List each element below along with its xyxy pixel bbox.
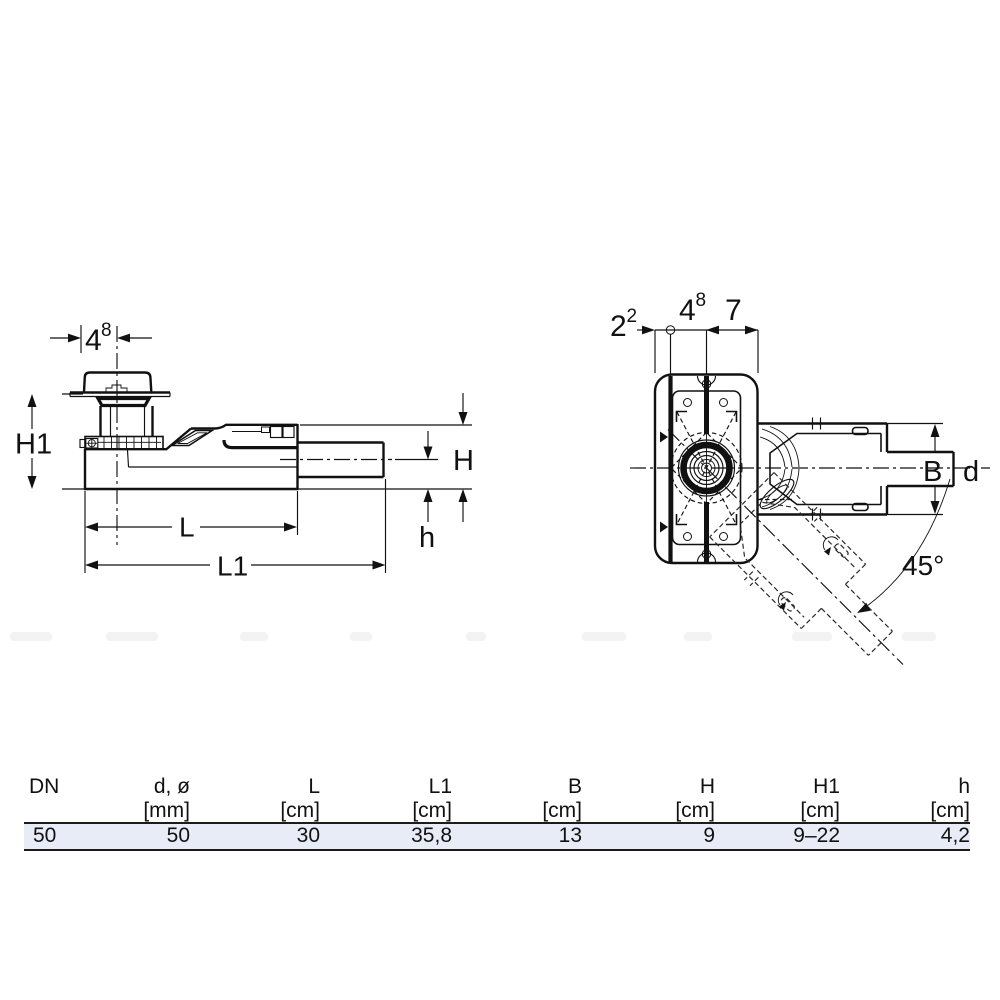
value-h1: 9–22 (793, 824, 840, 847)
left-view: 48 (15, 320, 474, 582)
right-dim-row: 22 48 7 (610, 290, 759, 375)
col-header-l1: L1[cm] (412, 775, 452, 822)
col-header-h-upper: H[cm] (675, 775, 715, 822)
value-d: 50 (166, 824, 190, 847)
right-dim-d: d (963, 456, 979, 488)
left-dim-h1: H1 (15, 393, 85, 490)
right-dim-45: 45° (857, 478, 951, 613)
left-dim-h-upper: H (300, 393, 474, 522)
value-l1: 35,8 (411, 824, 452, 847)
value-h-upper: 9 (703, 824, 715, 847)
right-view: 22 48 7 (610, 290, 990, 665)
value-l: 30 (296, 824, 320, 847)
right-dim-b: B (887, 422, 943, 516)
left-dim-h-lower-label: h (419, 522, 435, 554)
left-dim-48-label: 48 (85, 320, 112, 357)
right-outlet (757, 417, 955, 521)
value-h-lower: 4,2 (940, 824, 970, 847)
left-dim-h-label: H (453, 445, 474, 477)
left-dim-l1-label: L1 (217, 551, 248, 582)
left-dim-l: L (84, 491, 299, 573)
left-dim-l1: L1 (85, 479, 387, 582)
left-outlet-pipe (298, 441, 385, 479)
col-header-d: d, ø[mm] (143, 775, 190, 822)
dimension-table-row: 50 50 30 35,8 13 9 9–22 4,2 (24, 822, 970, 851)
left-dim-h1-label: H1 (15, 429, 52, 461)
col-header-h1: H1[cm] (800, 775, 840, 822)
right-dim-48-label: 48 (679, 290, 706, 327)
right-dim-22-label: 22 (610, 306, 637, 343)
right-rotation-marks (667, 429, 904, 665)
right-outlet-rotated (709, 472, 893, 656)
right-dim-45-label: 45° (902, 550, 944, 581)
left-drain-trap (69, 371, 171, 450)
col-header-dn: DN (29, 775, 60, 798)
left-body (83, 423, 299, 491)
dimension-table-header: DN d, ø[mm] L[cm] L1[cm] B[cm] H[cm] H1[… (24, 771, 970, 822)
value-dn: 50 (33, 824, 57, 847)
left-centerlines (116, 326, 392, 545)
dimension-table: DN d, ø[mm] L[cm] L1[cm] B[cm] H[cm] H1[… (24, 771, 970, 851)
col-header-l: L[cm] (280, 775, 320, 822)
right-dim-b-label: B (923, 456, 942, 488)
right-dim-7-label: 7 (725, 294, 742, 327)
col-header-h-lower: h[cm] (930, 775, 970, 822)
left-dim-l-label: L (179, 512, 195, 543)
right-dim-d-label: d (963, 456, 979, 488)
left-dim-48: 48 (50, 320, 152, 357)
drawing-canvas: 48 (15, 290, 990, 665)
value-b: 13 (558, 824, 582, 847)
col-header-b: B[cm] (542, 775, 582, 822)
